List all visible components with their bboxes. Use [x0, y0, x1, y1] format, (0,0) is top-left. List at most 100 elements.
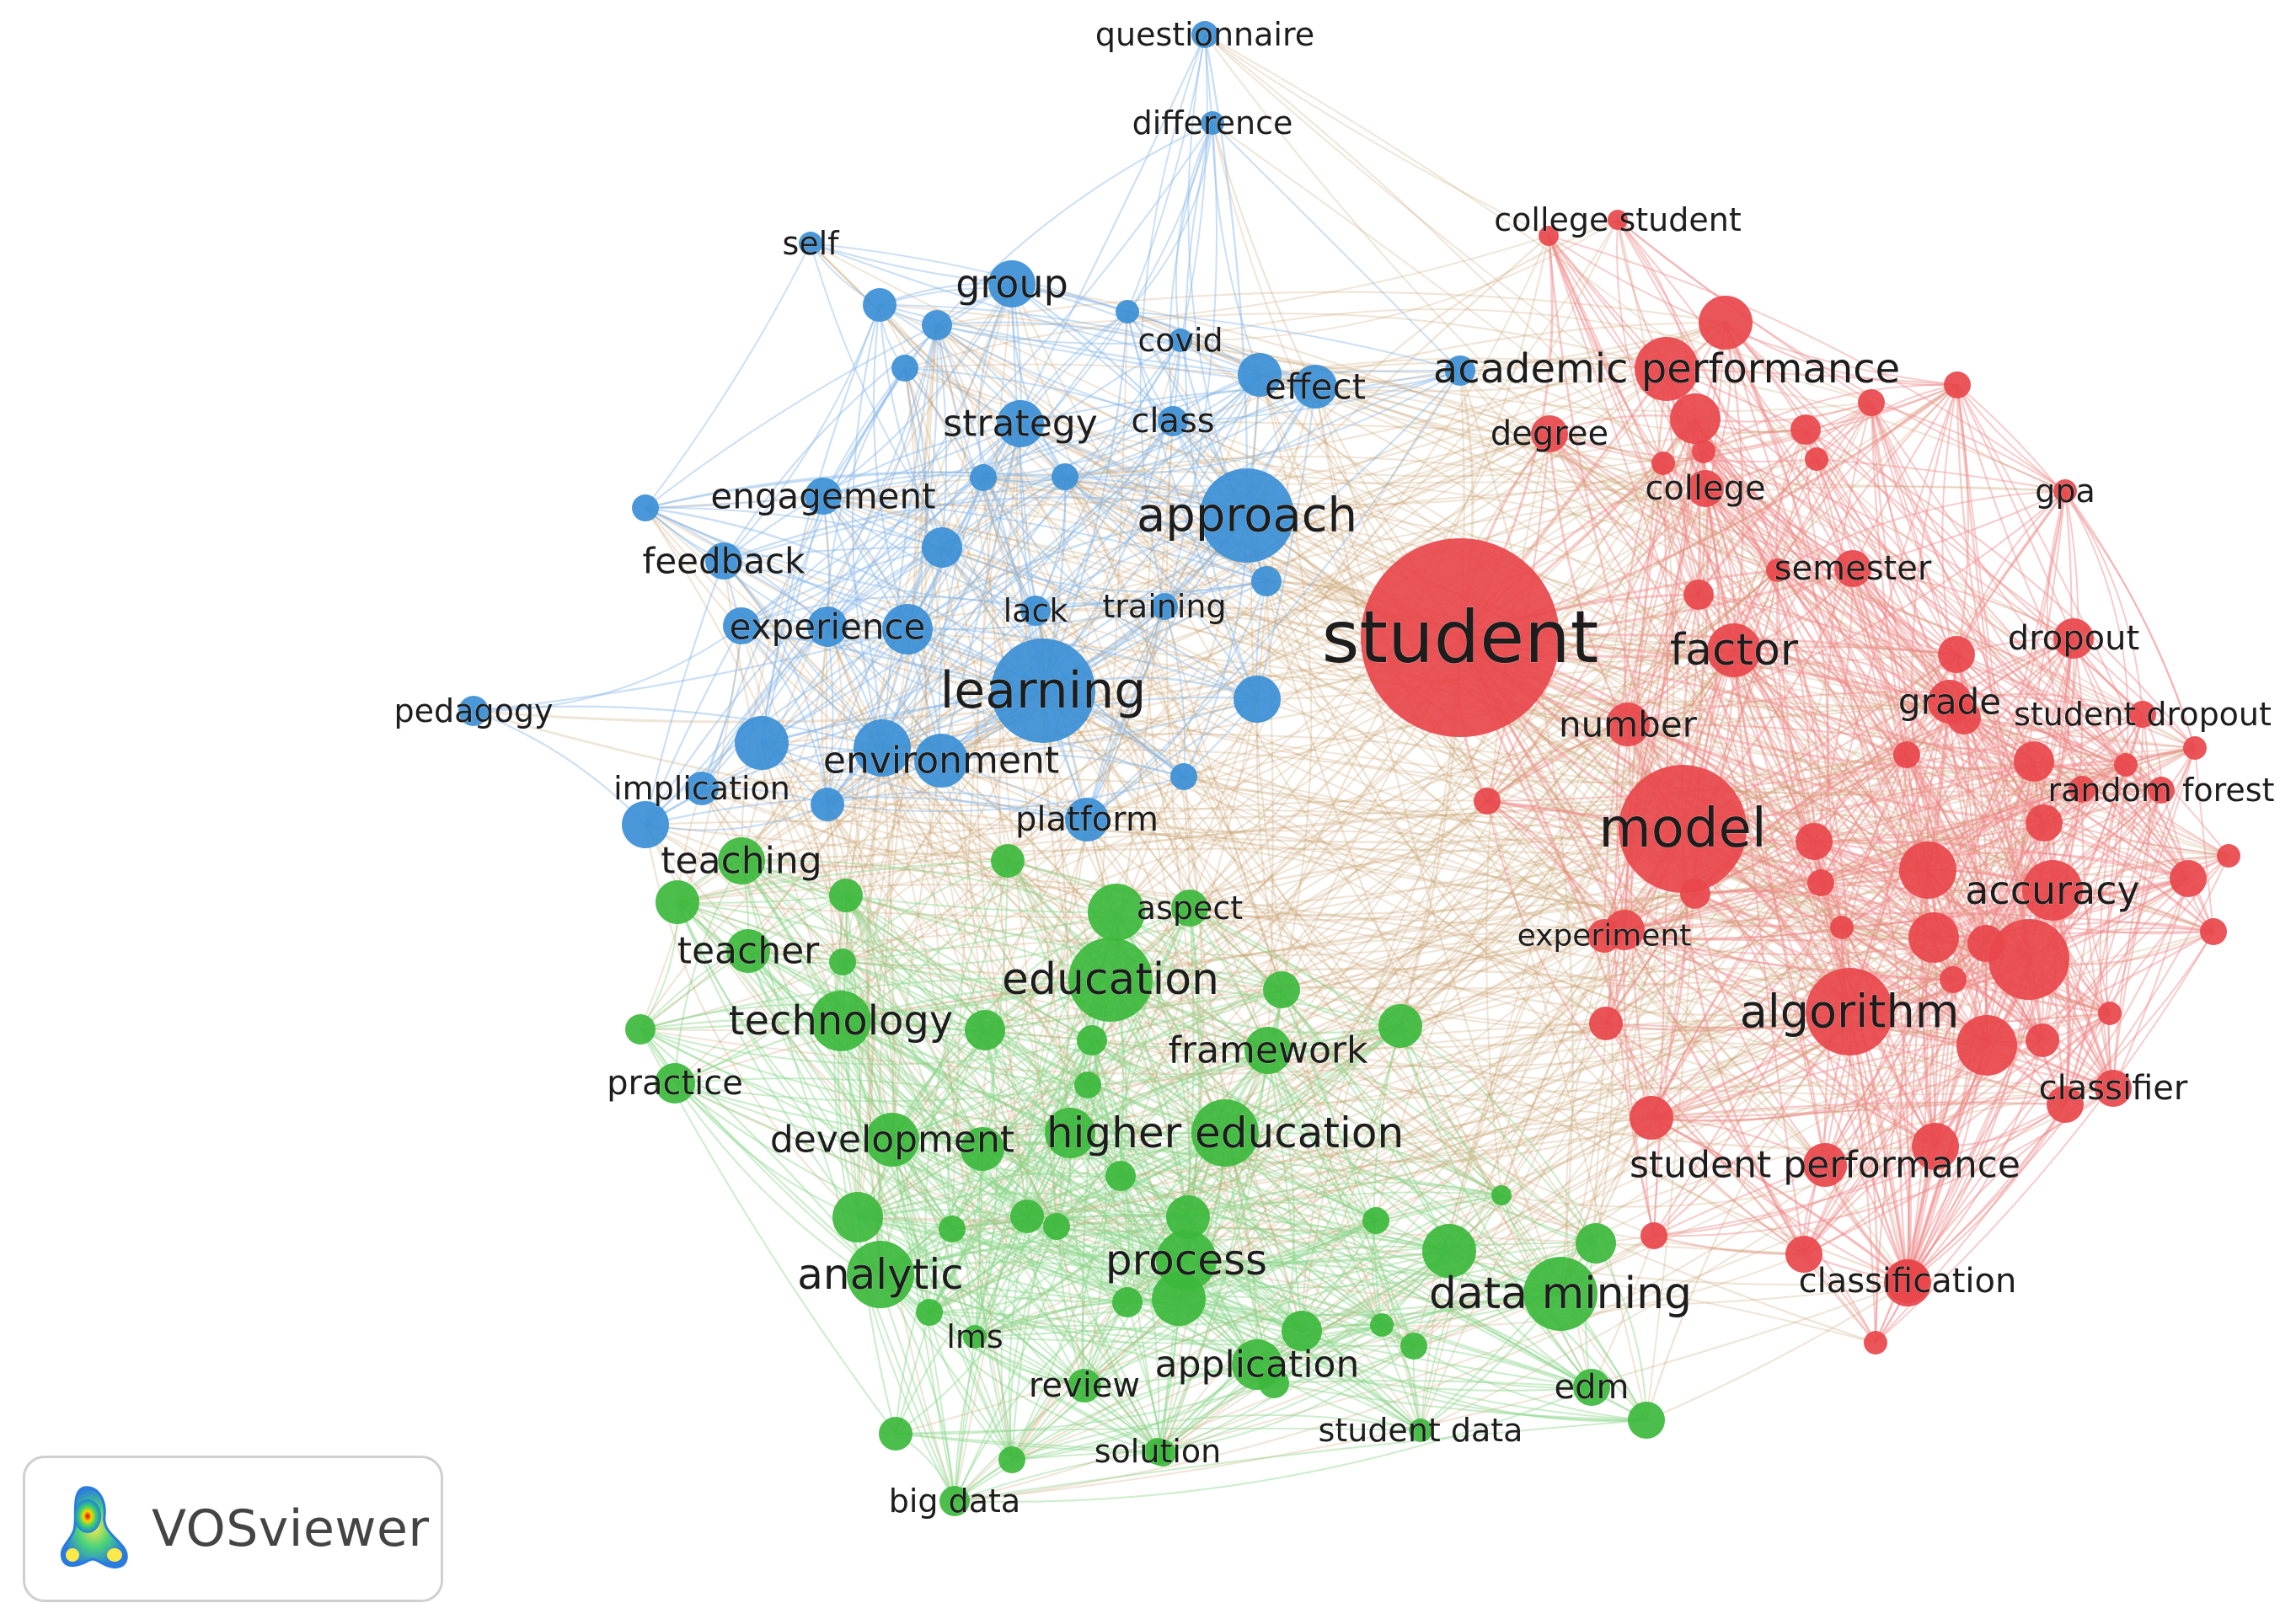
node-unlabelled[interactable] [1683, 580, 1714, 610]
label-experience[interactable]: experience [729, 606, 926, 648]
label-teacher[interactable]: teacher [677, 929, 820, 973]
node-unlabelled[interactable] [2047, 1086, 2084, 1123]
node-unlabelled[interactable] [1651, 452, 1675, 475]
node-accuracy[interactable] [2022, 860, 2083, 921]
label-environment[interactable]: environment [822, 739, 1059, 783]
node-student-dropout[interactable] [2129, 701, 2156, 728]
node-unlabelled[interactable] [2183, 736, 2207, 760]
node-framework[interactable] [1244, 1027, 1292, 1074]
node-unlabelled[interactable] [1830, 916, 1854, 939]
label-development[interactable]: development [769, 1118, 1014, 1162]
label-model[interactable]: model [1598, 798, 1767, 861]
node-unlabelled[interactable] [1491, 1185, 1512, 1205]
node-factor[interactable] [1707, 623, 1761, 677]
label-technology[interactable]: technology [728, 997, 954, 1045]
node-unlabelled[interactable] [1899, 842, 1956, 899]
node-unlabelled[interactable] [854, 719, 911, 777]
node-unlabelled[interactable] [2170, 860, 2207, 897]
node-unlabelled[interactable] [1043, 1213, 1070, 1240]
node-review[interactable] [1068, 1369, 1101, 1403]
node-technology[interactable] [811, 991, 871, 1051]
label-lms[interactable]: lms [946, 1318, 1003, 1356]
label-degree[interactable]: degree [1490, 414, 1608, 454]
node-approach[interactable] [1200, 468, 1294, 563]
node-unlabelled[interactable] [1378, 1004, 1422, 1048]
node-teacher[interactable] [726, 929, 770, 973]
node-analytic[interactable] [847, 1241, 914, 1308]
label-engagement[interactable]: engagement [710, 475, 936, 517]
node-unlabelled[interactable] [891, 355, 918, 382]
label-edm[interactable]: edm [1554, 1368, 1630, 1408]
node-unlabelled[interactable] [863, 288, 896, 322]
node-platform[interactable] [1065, 798, 1109, 842]
node-college-student[interactable] [1608, 210, 1628, 230]
node-unlabelled[interactable] [1576, 1223, 1616, 1264]
label-big-data[interactable]: big data [888, 1483, 1020, 1520]
label-teaching[interactable]: teaching [661, 839, 822, 883]
node-edm[interactable] [1573, 1369, 1610, 1406]
node-number[interactable] [1606, 703, 1650, 746]
label-analytic[interactable]: analytic [797, 1250, 964, 1300]
label-approach[interactable]: approach [1136, 488, 1357, 543]
node-unlabelled[interactable] [632, 494, 659, 521]
node-unlabelled[interactable] [1796, 823, 1833, 860]
node-unlabelled[interactable] [1282, 1311, 1322, 1351]
node-self[interactable] [799, 232, 822, 255]
node-unlabelled[interactable] [1807, 869, 1834, 896]
node-unlabelled[interactable] [1670, 393, 1721, 444]
node-questionnaire[interactable] [1191, 21, 1218, 48]
node-unlabelled[interactable] [998, 1446, 1025, 1473]
node-random-forest[interactable] [2148, 777, 2175, 804]
label-application[interactable]: application [1154, 1343, 1360, 1387]
node-unlabelled[interactable] [879, 1417, 913, 1451]
node-unlabelled[interactable] [1908, 912, 1959, 963]
label-student-performance[interactable]: student performance [1630, 1143, 2021, 1187]
label-classification[interactable]: classification [1798, 1262, 2017, 1301]
node-unlabelled[interactable] [1858, 389, 1885, 416]
node-pedagogy[interactable] [458, 696, 489, 726]
vosviewer-logo-badge[interactable]: VOSviewer [23, 1456, 443, 1602]
node-unlabelled[interactable] [1938, 636, 1975, 673]
label-factor[interactable]: factor [1669, 625, 1799, 676]
node-algorithm[interactable] [1806, 968, 1893, 1055]
node-unlabelled[interactable] [2200, 918, 2227, 945]
node-unlabelled[interactable] [1805, 447, 1828, 471]
node-unlabelled[interactable] [1074, 1071, 1101, 1098]
label-college[interactable]: college [1645, 469, 1766, 509]
label-pedagogy[interactable]: pedagogy [393, 692, 554, 730]
label-framework[interactable]: framework [1168, 1029, 1368, 1072]
node-teaching[interactable] [718, 837, 765, 884]
label-group[interactable]: group [955, 261, 1069, 307]
node-unlabelled[interactable] [622, 801, 669, 848]
node-unlabelled[interactable] [961, 1127, 1004, 1171]
node-unlabelled[interactable] [1766, 558, 1790, 582]
node-unlabelled[interactable] [1370, 1313, 1394, 1337]
node-unlabelled[interactable] [829, 948, 856, 975]
node-unlabelled[interactable] [922, 310, 952, 340]
node-lack[interactable] [1020, 596, 1051, 626]
node-unlabelled[interactable] [1539, 226, 1559, 246]
label-algorithm[interactable]: algorithm [1739, 985, 1960, 1039]
node-engagement[interactable] [805, 478, 842, 515]
node-unlabelled[interactable] [991, 844, 1025, 878]
label-learning[interactable]: learning [939, 661, 1147, 721]
node-unlabelled[interactable] [922, 527, 962, 568]
node-unlabelled[interactable] [1967, 925, 2004, 962]
node-training[interactable] [1151, 593, 1178, 620]
node-unlabelled[interactable] [1640, 1222, 1667, 1249]
node-learning[interactable] [991, 639, 1095, 743]
node-unlabelled[interactable] [916, 1299, 943, 1326]
node-unlabelled[interactable] [829, 879, 863, 912]
node-academic-performance[interactable] [1635, 337, 1699, 401]
label-process[interactable]: process [1105, 1236, 1267, 1285]
node-semester[interactable] [1834, 550, 1871, 587]
node-lms[interactable] [963, 1325, 987, 1349]
label-lack[interactable]: lack [1003, 592, 1068, 630]
node-data-mining[interactable] [1523, 1257, 1598, 1331]
node-unlabelled[interactable] [1864, 1331, 1887, 1355]
node-unlabelled[interactable] [1956, 1015, 2017, 1076]
node-unlabelled[interactable] [625, 1014, 656, 1045]
node-unlabelled[interactable] [1400, 1333, 1427, 1360]
node-student-performance[interactable] [1803, 1143, 1847, 1187]
